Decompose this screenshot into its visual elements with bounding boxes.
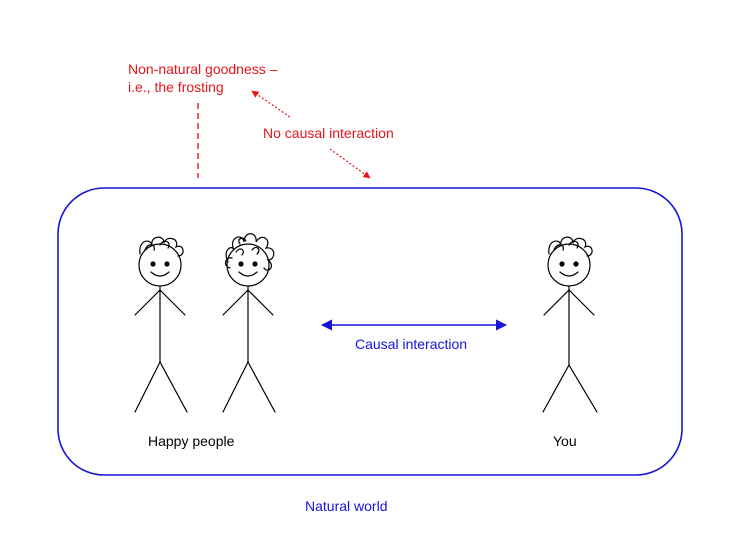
happy-person-2-icon xyxy=(222,233,276,413)
natural-world-boundary xyxy=(57,187,683,476)
no-causal-arrow-lower xyxy=(329,148,371,179)
natural-world-label: Natural world xyxy=(305,498,388,514)
no-causal-arrow-upper xyxy=(251,90,291,118)
no-causal-interaction-label: No causal interaction xyxy=(263,125,394,141)
happy-person-1-icon xyxy=(134,236,188,413)
you-icon xyxy=(542,236,598,413)
causal-interaction-label: Causal interaction xyxy=(355,336,468,352)
frosting-label-line2: i.e., the frosting xyxy=(128,79,224,95)
you-label: You xyxy=(553,433,577,449)
frosting-label-line1: Non-natural goodness – xyxy=(128,61,278,77)
happy-people-label: Happy people xyxy=(148,433,235,449)
